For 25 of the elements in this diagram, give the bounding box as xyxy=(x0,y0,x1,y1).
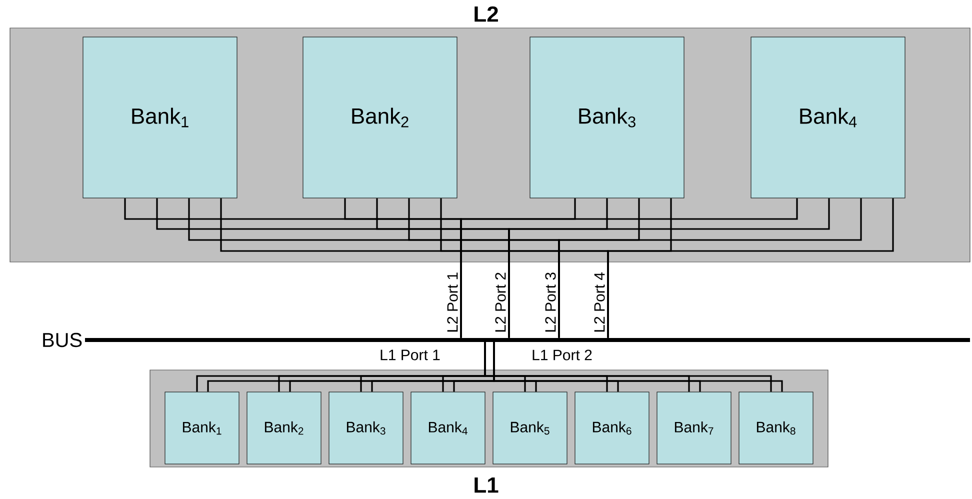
port-label: L1 Port 2 xyxy=(532,350,592,360)
port-label: L2 Port 1 xyxy=(447,272,458,332)
port-label: L2 Port 3 xyxy=(545,272,556,332)
node-label: L2 xyxy=(474,6,498,22)
bank-box: Bank$_{4}$ xyxy=(750,36,906,198)
bank-box: Bank$_{8}$ xyxy=(738,392,814,464)
bank-box: Bank$_{3}$ xyxy=(328,392,404,464)
port-label: L2 Port 2 xyxy=(495,272,506,332)
bank-box: Bank$_{2}$ xyxy=(246,392,322,464)
bank-box: Bank$_{1}$ xyxy=(164,392,240,464)
node-label: L1 xyxy=(474,477,498,493)
wire xyxy=(460,198,798,338)
bank-box: Bank$_{2}$ xyxy=(302,36,458,198)
wire xyxy=(558,198,862,338)
bus-line: BUS xyxy=(43,332,970,348)
wire xyxy=(508,198,830,338)
bank-box: Bank$_{7}$ xyxy=(656,392,732,464)
wire xyxy=(607,198,894,338)
bank-box: Bank$_{6}$ xyxy=(574,392,650,464)
port-label: L1 Port 1 xyxy=(380,350,440,360)
bank-box: Bank$_{1}$ xyxy=(82,36,238,198)
bank-box: Bank$_{4}$ xyxy=(410,392,486,464)
bank-box: Bank$_{5}$ xyxy=(492,392,568,464)
bank-box: Bank$_{3}$ xyxy=(530,36,684,198)
port-label: L2 Port 4 xyxy=(594,272,605,332)
